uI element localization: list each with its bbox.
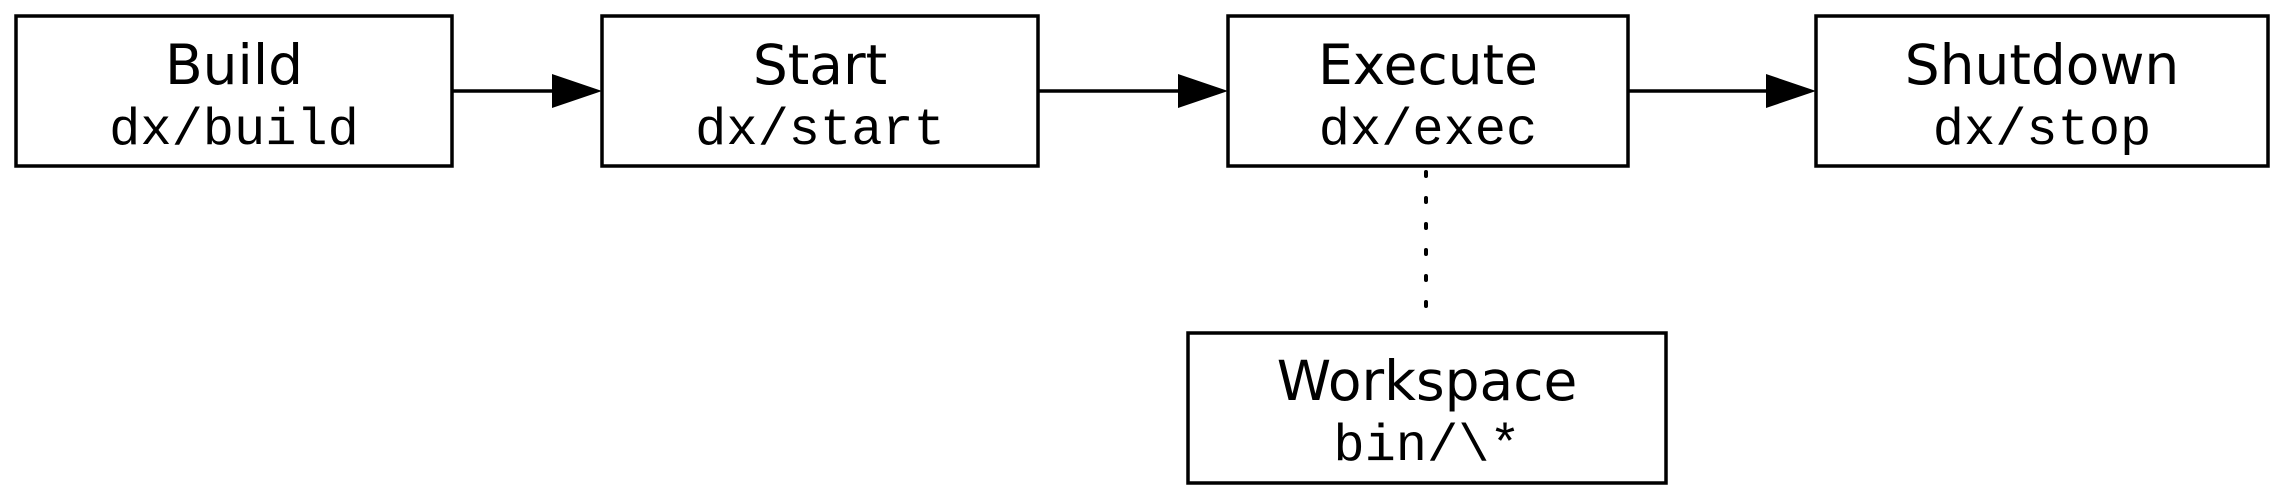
- arrowhead-icon: [1766, 74, 1816, 108]
- node-box: [1226, 14, 1630, 168]
- edges: [452, 74, 1816, 314]
- edge-start-to-execute: [1038, 74, 1228, 108]
- node-label: Workspace: [1277, 349, 1578, 413]
- node-command: dx/stop: [1933, 101, 2151, 160]
- node-execute: Execute dx/exec: [1226, 14, 1630, 168]
- node-box: [1186, 331, 1668, 485]
- node-build: Build dx/build: [14, 14, 454, 168]
- node-shutdown: Shutdown dx/stop: [1814, 14, 2270, 168]
- node-command: bin/\*: [1333, 417, 1520, 476]
- node-workspace: Workspace bin/\*: [1186, 331, 1668, 485]
- node-command: dx/exec: [1319, 101, 1537, 160]
- node-box: [14, 14, 454, 168]
- node-box: [600, 14, 1040, 168]
- node-start: Start dx/start: [600, 14, 1040, 168]
- edge-execute-to-shutdown: [1628, 74, 1816, 108]
- node-box: [1814, 14, 2270, 168]
- node-label: Build: [165, 33, 303, 97]
- edge-build-to-start: [452, 74, 602, 108]
- arrowhead-icon: [1178, 74, 1228, 108]
- node-label: Shutdown: [1905, 33, 2180, 97]
- node-command: dx/build: [109, 101, 359, 160]
- node-label: Execute: [1318, 33, 1538, 97]
- arrowhead-icon: [552, 74, 602, 108]
- node-command: dx/start: [695, 101, 945, 160]
- node-label: Start: [753, 33, 887, 97]
